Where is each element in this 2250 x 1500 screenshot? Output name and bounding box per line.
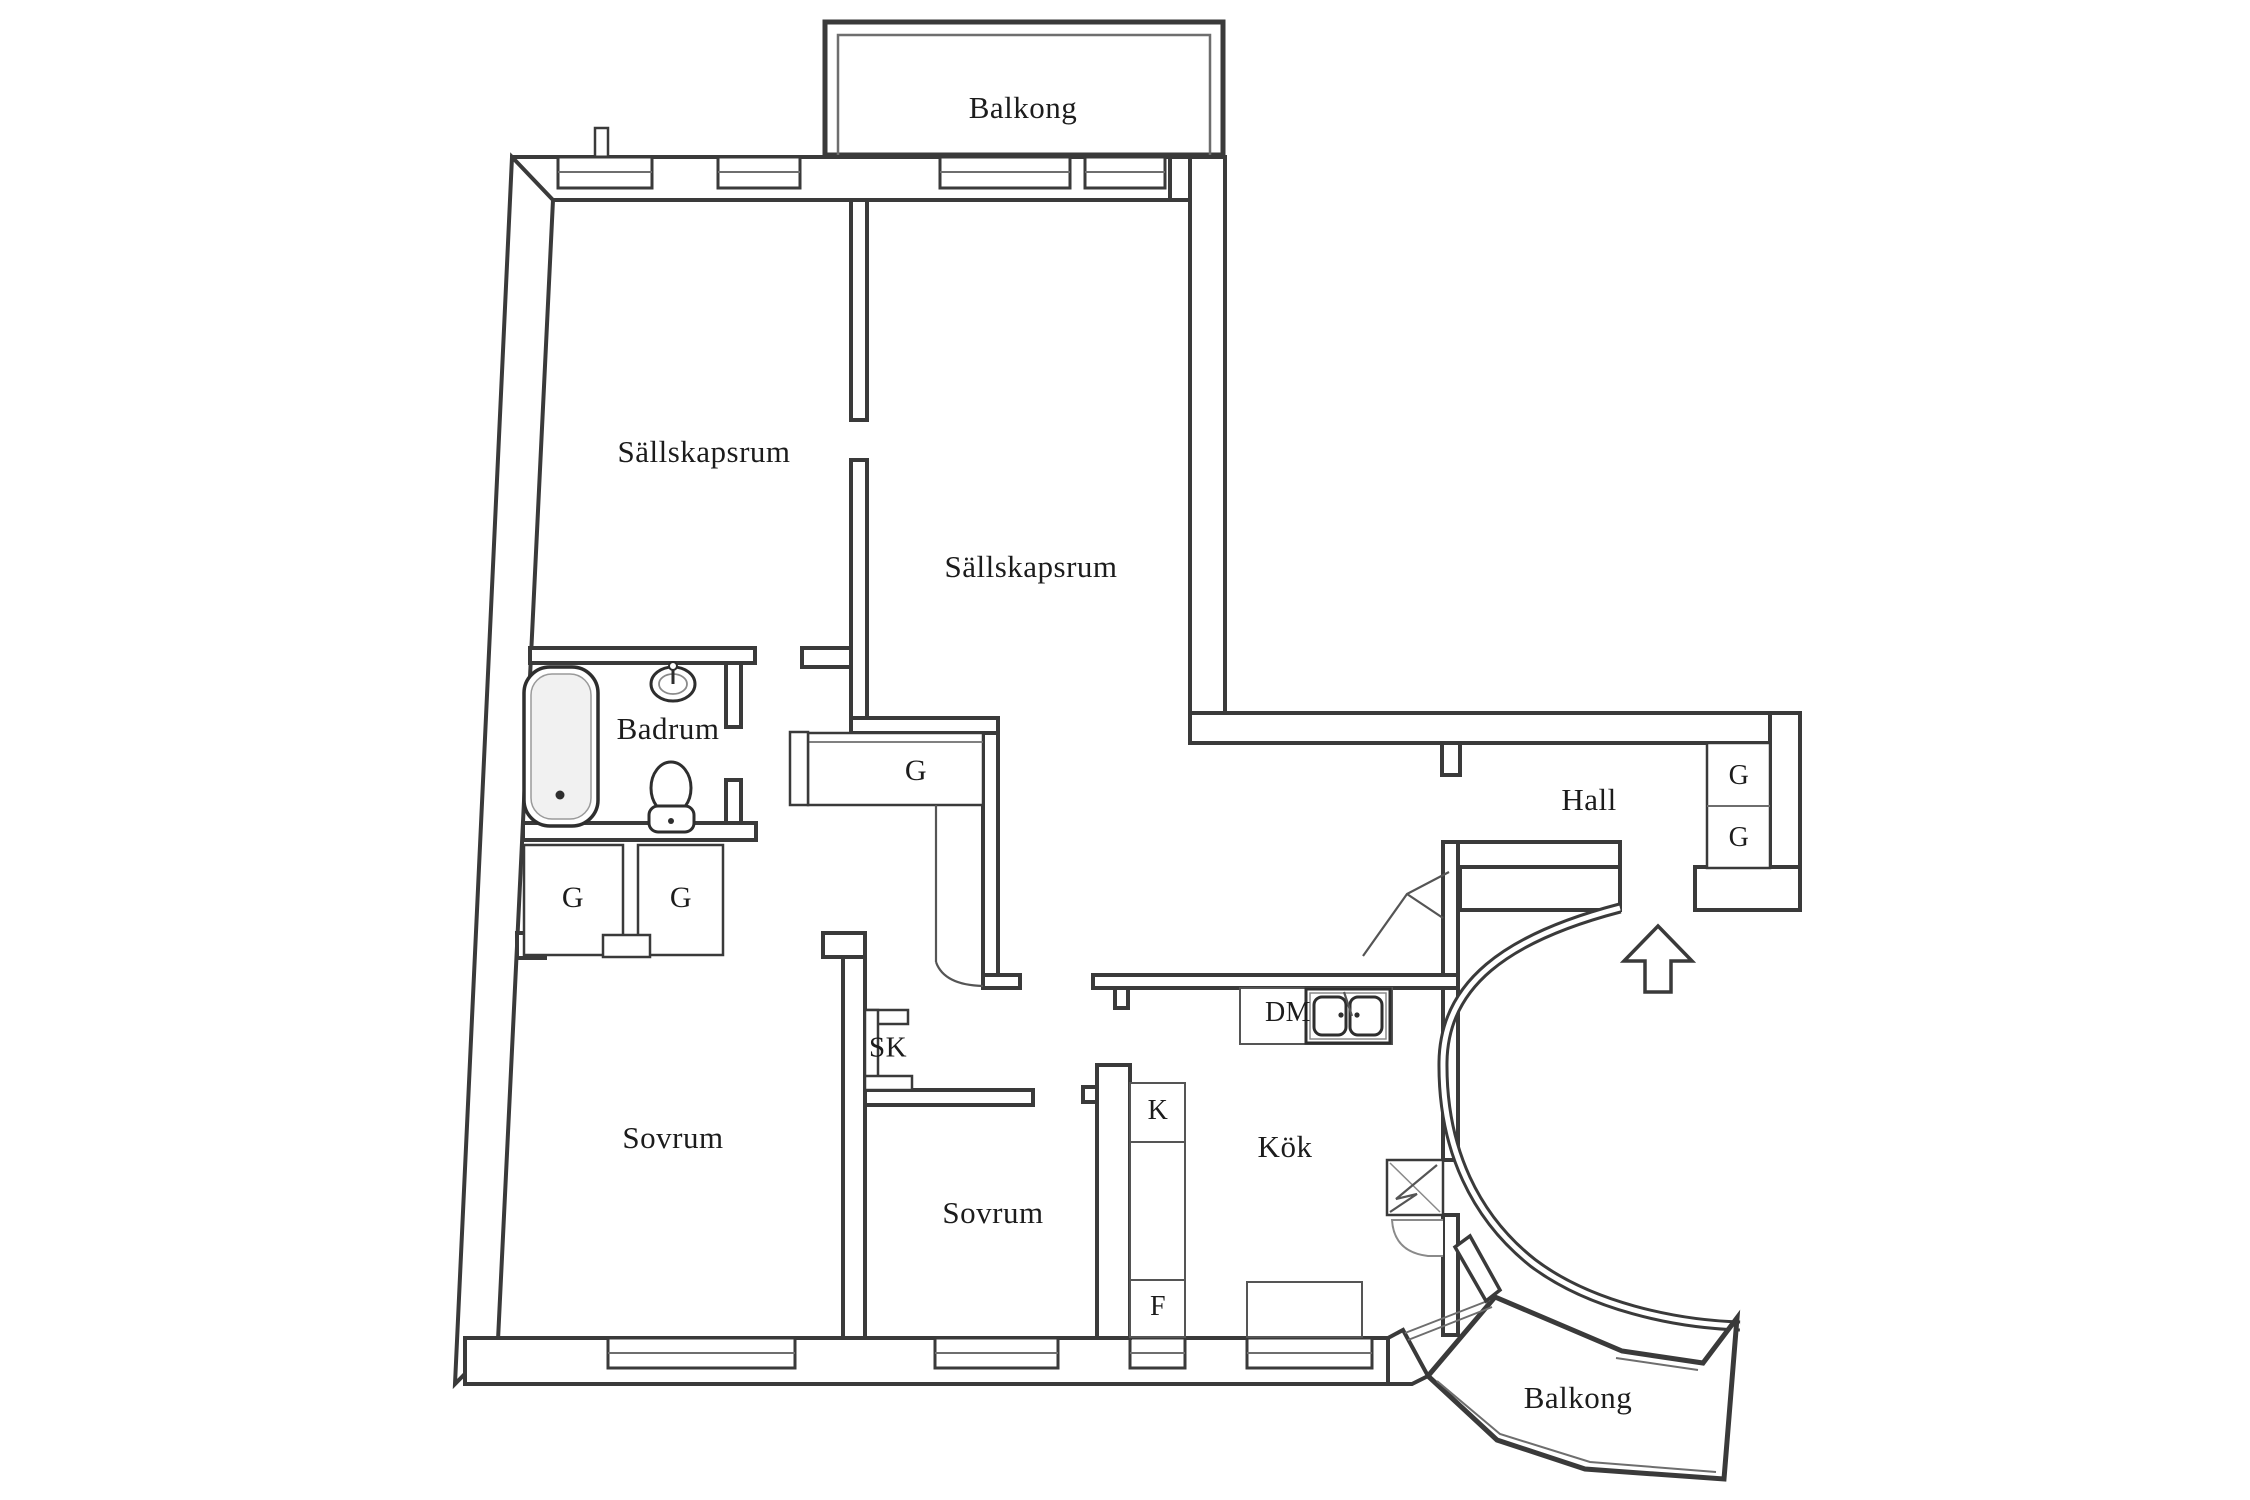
windows [556, 155, 1374, 1370]
label-sallskapsrum-right: Sällskapsrum [944, 549, 1118, 584]
label-sovrum-left: Sovrum [622, 1120, 724, 1155]
label-hall: Hall [1561, 782, 1617, 817]
label-g-hall-top: G [1728, 760, 1750, 791]
label-badrum: Badrum [616, 711, 720, 746]
label-k-cabinet: K [1147, 1095, 1169, 1126]
label-sk: SK [868, 1031, 908, 1064]
interior-walls [515, 198, 1460, 1340]
label-g-bathroom-right: G [669, 881, 693, 914]
tall-cabinet [1129, 1141, 1186, 1281]
label-balkong-bottom: Balkong [1523, 1380, 1633, 1415]
balcony-top [822, 19, 1226, 158]
bathroom-sink-icon [649, 661, 697, 703]
label-f-cabinet: F [1149, 1291, 1167, 1322]
label-g-hall-bottom: G [1728, 822, 1750, 853]
label-kok: Kök [1257, 1129, 1313, 1164]
label-balkong-top: Balkong [968, 90, 1078, 125]
toilet-icon [647, 760, 696, 834]
corner-unit [1390, 1219, 1443, 1257]
label-g-bathroom-left: G [561, 881, 585, 914]
freezer-cabinet [1129, 1279, 1186, 1338]
closets [522, 730, 1772, 1092]
stairwell-curve [1437, 902, 1741, 1332]
balcony-bottom [1404, 1233, 1741, 1482]
door-swing-arc [934, 961, 984, 988]
label-sallskapsrum-left: Sällskapsrum [617, 434, 791, 469]
lightning-hatch-icon [1385, 1158, 1445, 1217]
door-swings [934, 805, 1450, 988]
kitchen-fixtures [1129, 987, 1445, 1338]
bathroom-fixtures [522, 661, 697, 834]
label-dm: DM [1264, 997, 1312, 1028]
kitchen-sink-icon [1304, 987, 1392, 1045]
kitchen-table [1246, 1281, 1363, 1338]
label-sovrum-middle: Sovrum [942, 1195, 1044, 1230]
label-g-middle: G [904, 754, 928, 787]
entrance-arrow-icon [1619, 923, 1697, 994]
bathtub-icon [522, 665, 600, 828]
